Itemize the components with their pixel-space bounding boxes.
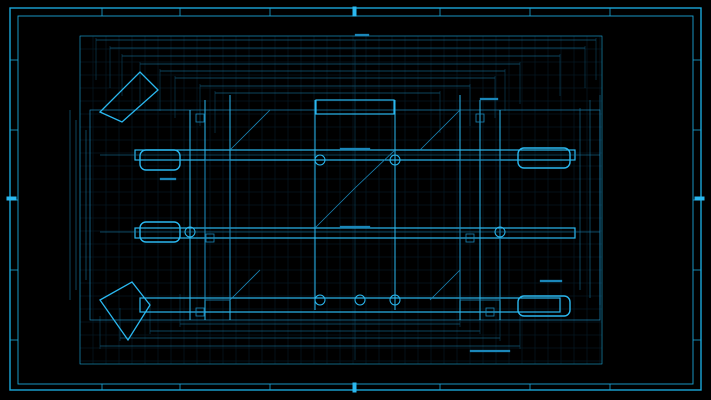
pivot-pin: [184, 226, 196, 238]
drawing-frame: [9, 7, 702, 391]
center-mark: [352, 6, 357, 17]
outer-border: [9, 7, 702, 391]
mounting-bolt: [475, 113, 485, 123]
diagonal-brace: [229, 269, 261, 301]
diagonal-brace: [354, 149, 396, 189]
mounting-bolt: [195, 307, 205, 317]
mechanism-drawing: [89, 71, 601, 342]
right-lower-slider: [517, 295, 571, 317]
center-mark: [6, 196, 17, 201]
mounting-bolt: [195, 113, 205, 123]
left-upper-bracket: [98, 71, 159, 123]
frame-tick-marks: [6, 6, 705, 393]
center-mark: [694, 196, 705, 201]
annotation-mark: [479, 97, 499, 101]
diagonal-brace: [419, 109, 461, 151]
lower-rail: [139, 297, 561, 313]
right-column: [459, 159, 501, 301]
diagonal-brace: [314, 187, 356, 229]
left-upper-slider: [139, 149, 181, 171]
tiny-annotation-marks: [159, 33, 563, 353]
pivot-pin: [494, 226, 506, 238]
annotation-mark: [539, 279, 563, 283]
annotation-mark: [159, 177, 177, 181]
pivot-pin: [354, 294, 366, 306]
pivot-pin: [314, 154, 326, 166]
annotation-mark: [354, 33, 370, 37]
top-bearing-block: [315, 99, 395, 115]
right-upper-slider: [517, 147, 571, 169]
annotation-mark: [339, 225, 371, 229]
pivot-pin: [314, 294, 326, 306]
left-middle-slider: [139, 221, 181, 243]
annotation-mark: [339, 147, 371, 151]
background-grid: [79, 35, 602, 364]
left-lower-bracket: [99, 281, 151, 342]
diagonal-brace: [229, 109, 271, 151]
drawing-area-border: [79, 35, 603, 365]
pivot-pin: [389, 294, 401, 306]
mounting-bolt: [205, 233, 215, 243]
pivot-pin: [389, 154, 401, 166]
diagonal-brace: [429, 269, 461, 301]
mounting-bolt: [465, 233, 475, 243]
center-mark: [352, 382, 357, 393]
left-column: [204, 159, 231, 301]
outer-frame: [89, 109, 601, 321]
mounting-bolt: [485, 307, 495, 317]
annotation-mark: [469, 349, 511, 353]
